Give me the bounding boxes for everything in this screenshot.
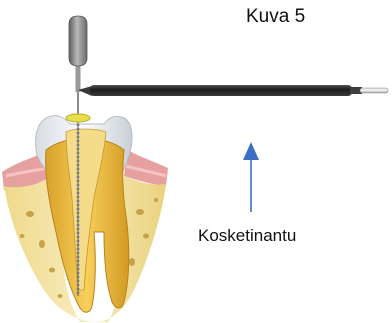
file-handle	[69, 16, 87, 92]
figure-title: Kuva 5	[246, 6, 305, 28]
contact-probe	[78, 85, 388, 96]
probe-caption: Kosketinantu	[198, 226, 296, 246]
rubber-stopper	[66, 114, 90, 122]
pointer-arrow	[243, 142, 259, 212]
